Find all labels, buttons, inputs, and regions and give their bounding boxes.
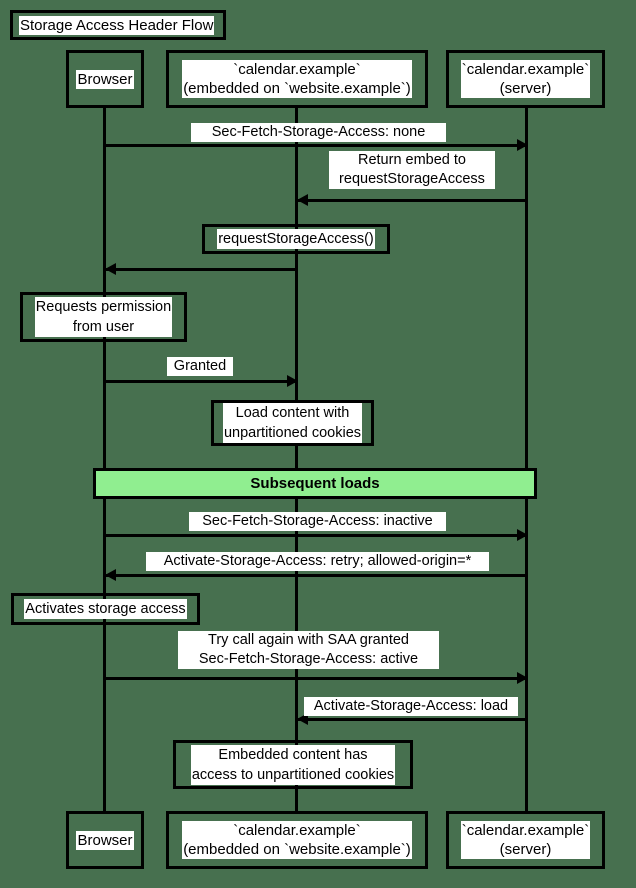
message-label-m3: requestStorageAccess() [217,229,375,249]
section-label-s1: Subsequent loads [250,475,380,492]
participant-label-embed: `calendar.example` (embedded on `website… [182,60,412,98]
message-label-m6: Activate-Storage-Access: retry; allowed-… [146,552,489,571]
lifeline-embed [295,108,298,811]
note-label-n4: Embedded content has access to unpartiti… [190,744,396,785]
message-arrowhead-m6 [105,569,116,581]
message-label-m2: Return embed to requestStorageAccess [329,151,495,189]
page-title: Storage Access Header Flow [19,15,215,35]
participant-footer-server[interactable]: `calendar.example` (server) [446,811,605,869]
participant-footer-embed[interactable]: `calendar.example` (embedded on `website… [166,811,428,869]
message-line-m4 [103,380,295,383]
participant-footer-label-embed: `calendar.example` (embedded on `website… [182,821,412,859]
message-arrowhead-m5 [517,529,528,541]
message-line-m8 [295,718,525,721]
message-label-m4: Granted [167,357,233,376]
participant-header-server[interactable]: `calendar.example` (server) [446,50,605,108]
message-label-m8: Activate-Storage-Access: load [304,697,518,716]
message-line-m7 [103,677,525,680]
message-line-m6 [103,574,525,577]
participant-header-embed[interactable]: `calendar.example` (embedded on `website… [166,50,428,108]
lifeline-browser [103,108,106,811]
participant-label-browser: Browser [76,69,134,89]
message-arrowhead-m7 [517,672,528,684]
message-line-m3 [103,268,295,271]
section-divider-subsequent-loads: Subsequent loads [93,468,537,499]
participant-footer-label-browser: Browser [76,830,134,850]
message-arrowhead-m8 [297,713,308,725]
message-line-m2 [295,199,525,202]
note-box-n4: Embedded content has access to unpartiti… [173,740,413,789]
message-box-m3: requestStorageAccess() [202,224,390,254]
note-box-n1: Requests permission from user [20,292,187,342]
message-arrowhead-m1 [517,139,528,151]
note-box-n3: Activates storage access [11,593,200,625]
note-label-n3: Activates storage access [24,599,187,619]
diagram-title-frame: Storage Access Header Flow [10,10,226,40]
lifeline-server [525,108,528,811]
note-label-n1: Requests permission from user [34,297,173,337]
message-line-m1 [103,144,525,147]
participant-header-browser[interactable]: Browser [66,50,144,108]
participant-footer-browser[interactable]: Browser [66,811,144,869]
message-line-m5 [103,534,525,537]
note-box-n2: Load content with unpartitioned cookies [211,400,374,446]
message-label-m5: Sec-Fetch-Storage-Access: inactive [189,512,446,531]
note-label-n2: Load content with unpartitioned cookies [222,403,363,443]
message-label-m1: Sec-Fetch-Storage-Access: none [191,123,446,142]
message-arrowhead-m3 [105,263,116,275]
participant-label-server: `calendar.example` (server) [460,60,591,98]
message-label-m7: Try call again with SAA granted Sec-Fetc… [178,631,439,669]
participant-footer-label-server: `calendar.example` (server) [460,821,591,859]
message-arrowhead-m2 [297,194,308,206]
message-arrowhead-m4 [287,375,298,387]
